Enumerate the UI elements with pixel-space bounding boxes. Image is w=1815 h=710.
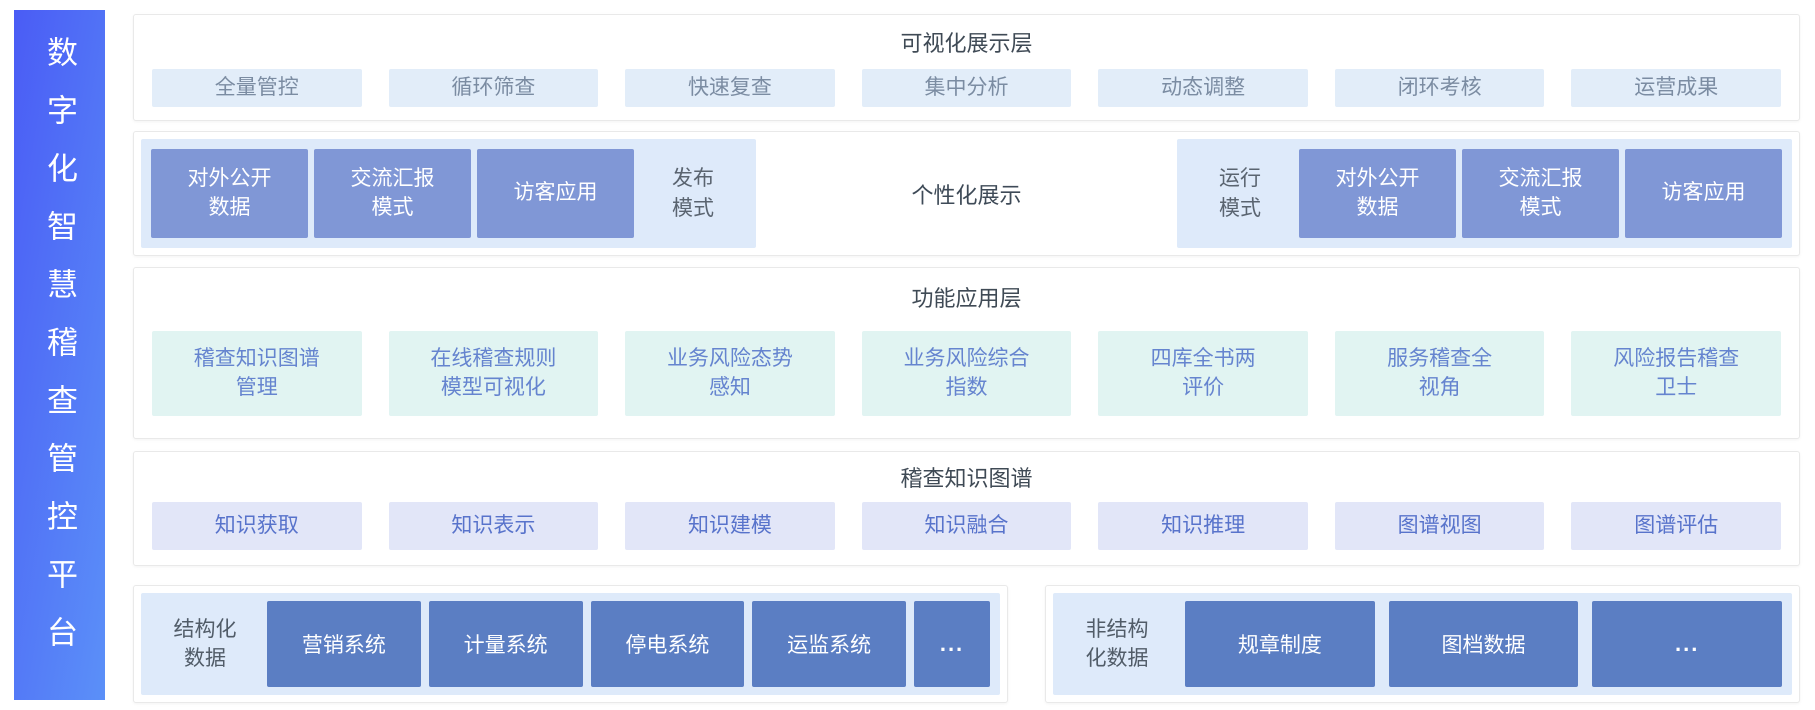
layer-function-title: 功能应用层 [911, 286, 1022, 311]
layer-visualization-title: 可视化展示层 [900, 31, 1033, 56]
diagram-main: 可视化展示层 全量管控 循环筛查 快速复查 集中分析 动态调整 闭环考核 运营成… [133, 14, 1800, 703]
knowledge-graph-item: 知识融合 [861, 502, 1072, 550]
visualization-items: 全量管控 循环筛查 快速复查 集中分析 动态调整 闭环考核 运营成果 [134, 69, 1799, 107]
unstructured-data-box: 规章制度 [1185, 601, 1375, 687]
structured-data-box: 运监系统 [752, 601, 906, 687]
function-item: 风险报告稽查 卫士 [1571, 331, 1782, 416]
function-item: 稽查知识图谱 管理 [152, 331, 362, 416]
knowledge-graph-item: 图谱视图 [1334, 502, 1545, 550]
unstructured-data-group: 非结构 化数据 规章制度 图档数据 ... [1053, 593, 1792, 695]
structured-data-box: 营销系统 [267, 601, 421, 687]
function-item: 服务稽查全 视角 [1334, 331, 1545, 416]
visualization-item: 动态调整 [1098, 69, 1308, 107]
function-item: 在线稽查规则 模型可视化 [388, 331, 599, 416]
knowledge-graph-item: 知识推理 [1098, 502, 1308, 550]
knowledge-graph-item: 知识表示 [388, 502, 599, 550]
function-item: 四库全书两 评价 [1098, 331, 1308, 416]
layer-data-sources: 结构化 数据 营销系统 计量系统 停电系统 运监系统 ... 非结构 化数据 规… [133, 585, 1800, 703]
function-item: 业务风险综合 指数 [861, 331, 1072, 416]
layer-function: 功能应用层 稽查知识图谱 管理 在线稽查规则 模型可视化 业务风险态势 感知 业… [133, 267, 1800, 439]
visualization-item: 运营成果 [1571, 69, 1782, 107]
structured-data-box: 计量系统 [428, 601, 583, 687]
platform-sidebar: 数字化智慧稽查管控平台 [14, 10, 105, 700]
layer-visualization: 可视化展示层 全量管控 循环筛查 快速复查 集中分析 动态调整 闭环考核 运营成… [133, 14, 1800, 121]
publish-mode-box: 交流汇报 模式 [314, 149, 471, 238]
knowledge-graph-item: 图谱评估 [1571, 502, 1782, 550]
visualization-item: 闭环考核 [1334, 69, 1545, 107]
structured-data-group: 结构化 数据 营销系统 计量系统 停电系统 运监系统 ... [141, 593, 1000, 695]
structured-data-box: 停电系统 [590, 601, 745, 687]
publish-mode-box: 对外公开 数据 [151, 149, 308, 238]
structured-data-label: 结构化 数据 [173, 617, 237, 670]
knowledge-graph-items: 知识获取 知识表示 知识建模 知识融合 知识推理 图谱视图 图谱评估 [134, 502, 1799, 550]
function-items: 稽查知识图谱 管理 在线稽查规则 模型可视化 业务风险态势 感知 业务风险综合 … [134, 331, 1799, 416]
publish-mode-group: 对外公开 数据 交流汇报 模式 访客应用 发布 模式 [141, 139, 756, 248]
unstructured-data-card: 非结构 化数据 规章制度 图档数据 ... [1045, 585, 1800, 703]
layer-modes: 对外公开 数据 交流汇报 模式 访客应用 发布 模式 个性化展示 运行 模式 对… [133, 131, 1800, 256]
run-mode-box: 对外公开 数据 [1299, 149, 1456, 238]
run-mode-box: 访客应用 [1625, 149, 1782, 238]
structured-data-card: 结构化 数据 营销系统 计量系统 停电系统 运监系统 ... [133, 585, 1008, 703]
layer-knowledge-graph-title: 稽查知识图谱 [900, 466, 1033, 491]
visualization-item: 快速复查 [625, 69, 835, 107]
unstructured-data-label: 非结构 化数据 [1085, 617, 1149, 670]
platform-title: 数字化智慧稽查管控平台 [42, 36, 77, 674]
run-mode-group: 运行 模式 对外公开 数据 交流汇报 模式 访客应用 [1177, 139, 1792, 248]
personalization-label: 个性化展示 [911, 182, 1022, 208]
run-mode-label: 运行 模式 [1219, 167, 1261, 220]
visualization-item: 循环筛查 [388, 69, 599, 107]
unstructured-data-box: 图档数据 [1388, 601, 1579, 687]
function-item: 业务风险态势 感知 [625, 331, 835, 416]
knowledge-graph-item: 知识建模 [625, 502, 835, 550]
layer-knowledge-graph: 稽查知识图谱 知识获取 知识表示 知识建模 知识融合 知识推理 图谱视图 图谱评… [133, 451, 1800, 566]
publish-mode-box: 访客应用 [477, 149, 634, 238]
run-mode-box: 交流汇报 模式 [1462, 149, 1619, 238]
visualization-item: 全量管控 [152, 69, 362, 107]
visualization-item: 集中分析 [861, 69, 1072, 107]
structured-data-more-box: ... [914, 601, 990, 687]
publish-mode-label: 发布 模式 [672, 167, 714, 220]
knowledge-graph-item: 知识获取 [152, 502, 362, 550]
unstructured-data-more-box: ... [1592, 601, 1783, 687]
